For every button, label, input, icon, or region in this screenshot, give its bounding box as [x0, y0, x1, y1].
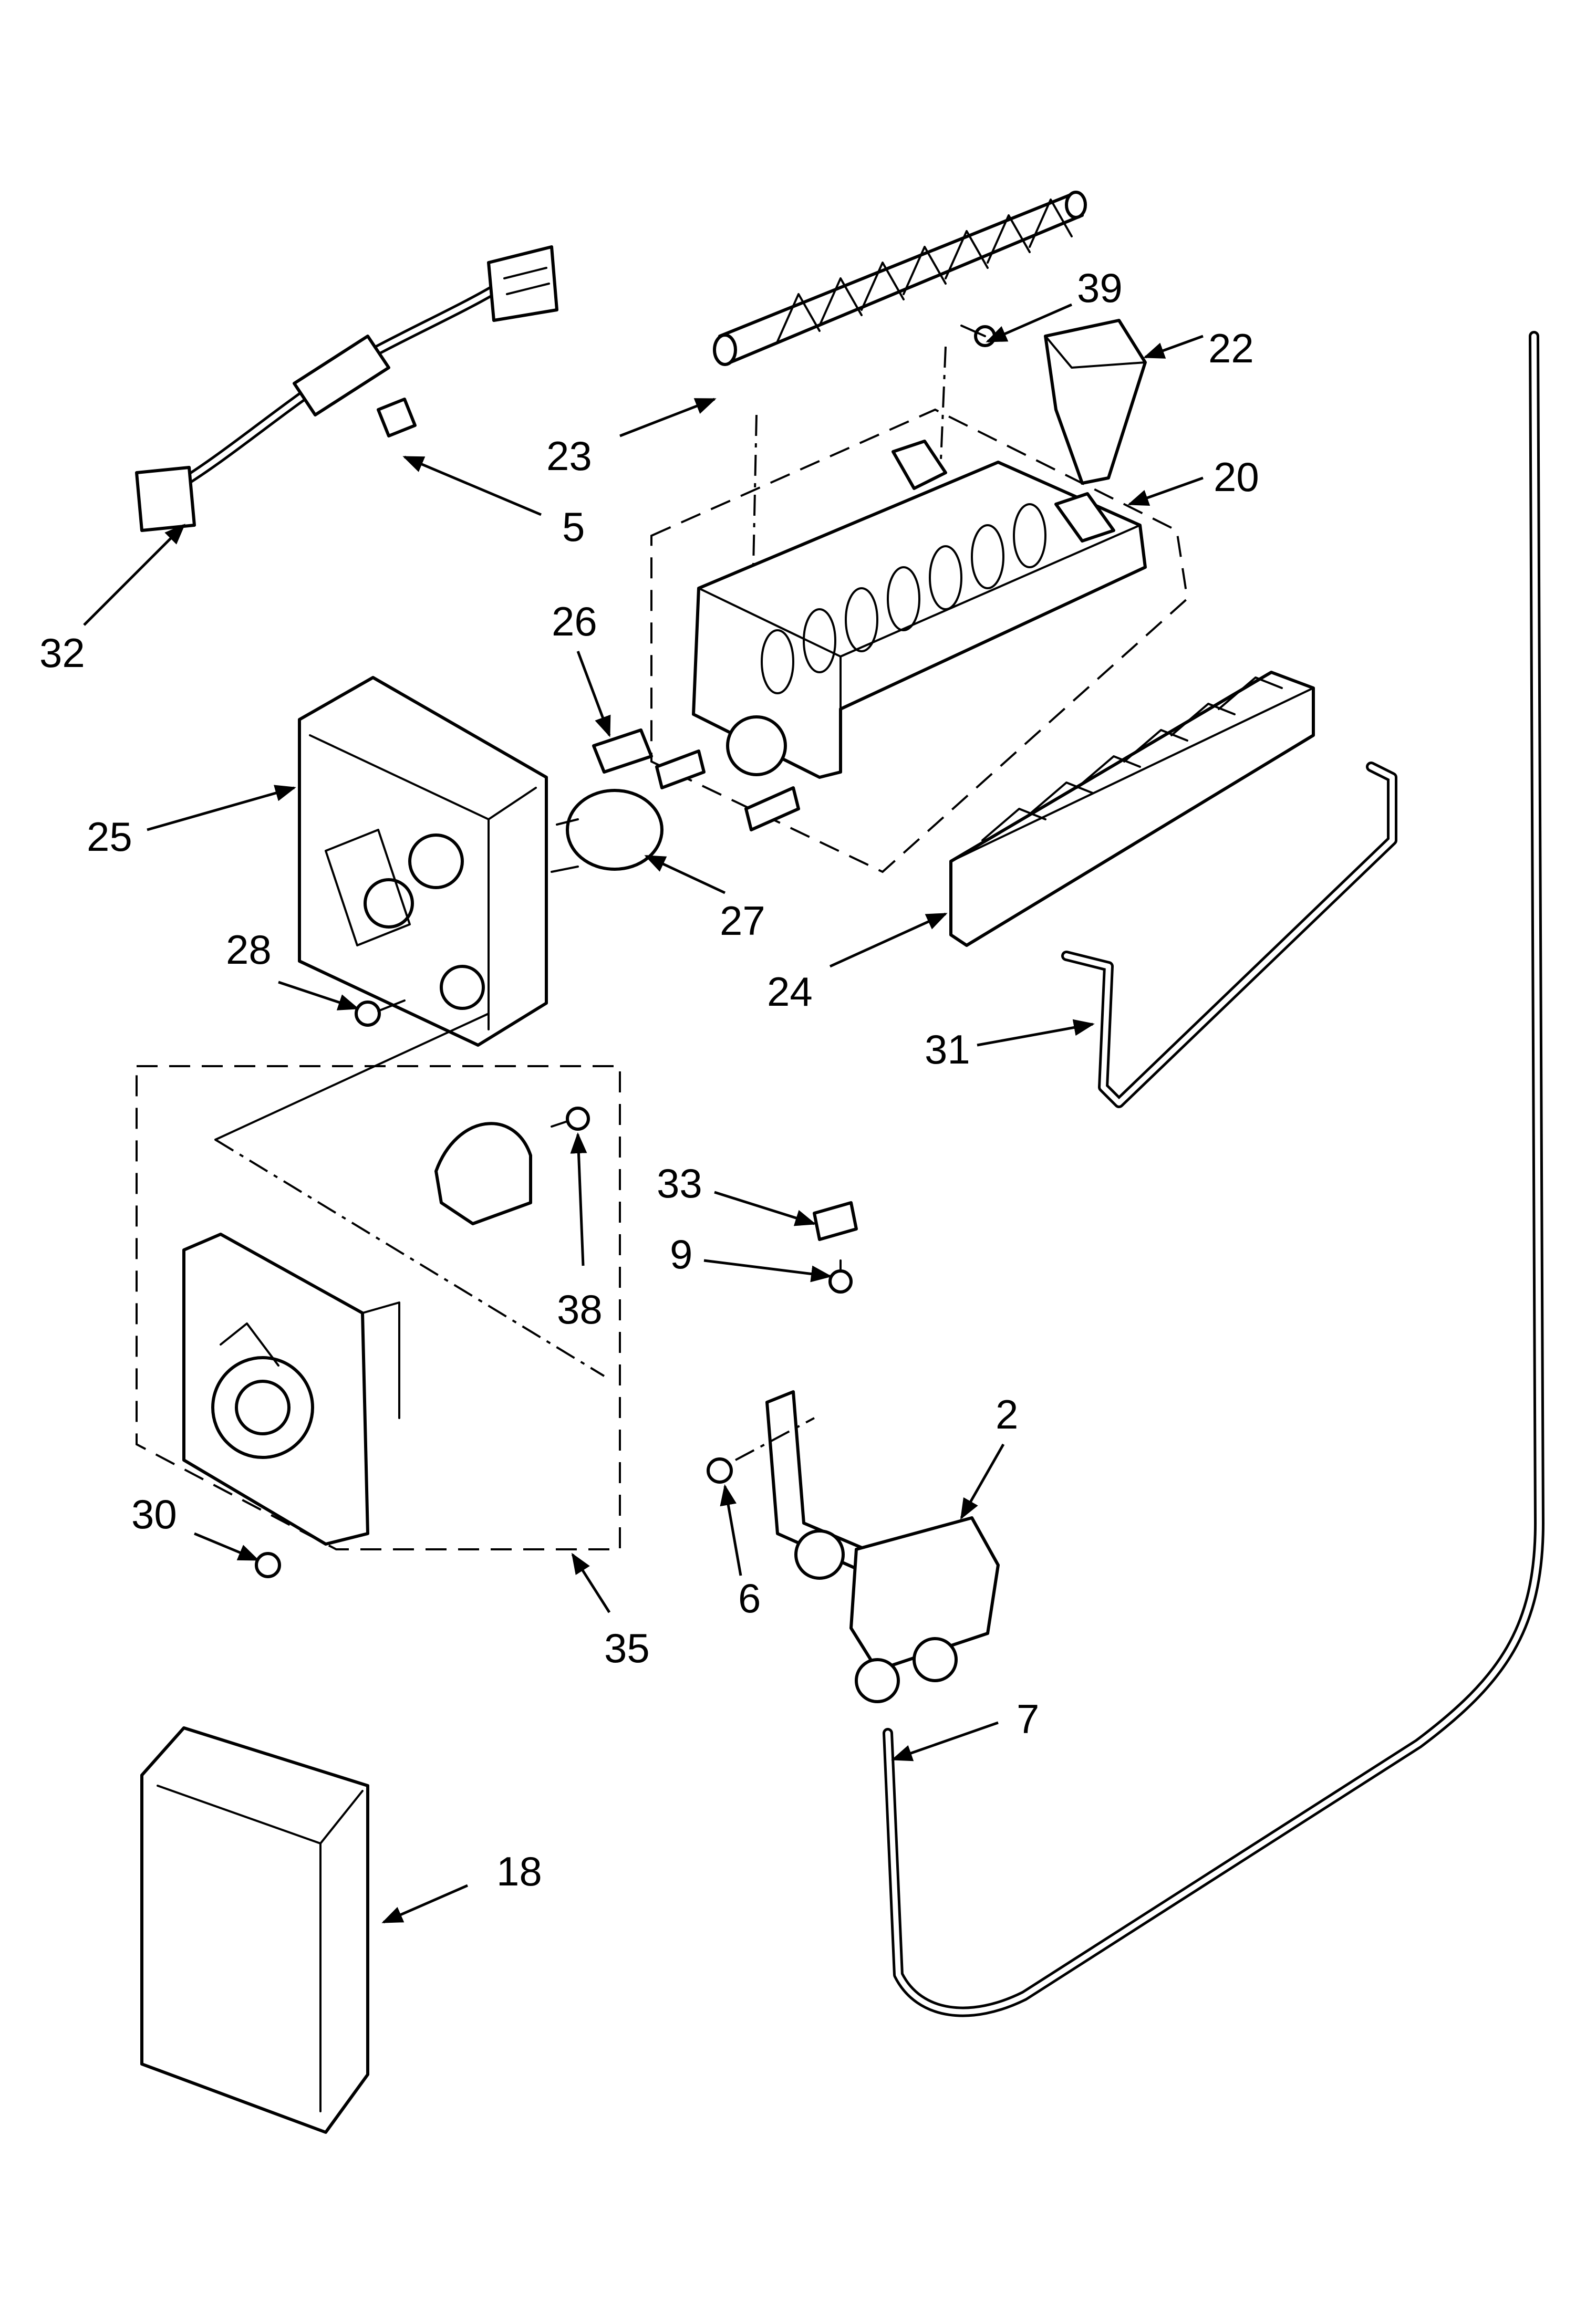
- screw-part-6: [707, 1457, 733, 1484]
- screw-part-38: [551, 1107, 590, 1131]
- motor-module-part-35: [182, 1122, 532, 1546]
- screw-part-30: [255, 1552, 281, 1578]
- mold-assembly-boundary: [650, 408, 1189, 873]
- wire-harness-part-32: [135, 245, 558, 532]
- callout-2: 2: [996, 1391, 1018, 1437]
- thermostat-part-27: [551, 789, 664, 873]
- callout-23: 23: [546, 433, 592, 479]
- module-alignment-line: [214, 1139, 605, 1377]
- callout-22: 22: [1208, 325, 1254, 371]
- callout-6: 6: [738, 1575, 761, 1621]
- callout-5: 5: [562, 504, 585, 550]
- cover-part-18: [140, 1726, 369, 2134]
- ejector-part-23: [713, 191, 1087, 366]
- callout-26: 26: [552, 598, 597, 644]
- callout-25: 25: [87, 814, 132, 860]
- callout-38: 38: [557, 1286, 603, 1332]
- housing-part-25: [298, 676, 548, 1047]
- callout-20: 20: [1214, 454, 1259, 500]
- shutoff-arm-part-31: [1061, 762, 1397, 1108]
- bracket-part-33: [813, 1201, 858, 1241]
- callout-9: 9: [670, 1231, 692, 1277]
- callout-33: 33: [657, 1160, 702, 1206]
- callout-30: 30: [131, 1491, 177, 1537]
- screw-part-9: [828, 1259, 853, 1294]
- callout-28: 28: [226, 926, 272, 973]
- bin-part-22: [1044, 319, 1147, 485]
- leader-lines: [83, 303, 1204, 1924]
- callout-31: 31: [925, 1026, 970, 1072]
- callout-39: 39: [1077, 265, 1123, 311]
- screw-part-39: [960, 325, 996, 347]
- callout-35: 35: [604, 1625, 650, 1671]
- module-boundary-part-35: [136, 1065, 621, 1550]
- screw-part-28: [355, 999, 406, 1027]
- callout-24: 24: [767, 968, 813, 1015]
- water-tube-part-7: [883, 331, 1544, 2017]
- callout-7: 7: [1017, 1696, 1039, 1742]
- callout-32: 32: [39, 630, 85, 676]
- callout-labels: 39 22 23 20 5 32 26 25 27 28 24 31 33 9 …: [39, 265, 1259, 1894]
- clip-part-26: [592, 728, 653, 774]
- callout-18: 18: [496, 1848, 542, 1894]
- water-valve-part-2: [735, 1390, 1000, 1703]
- screw-alignment-line: [939, 346, 947, 473]
- module-connector-line: [214, 1013, 490, 1141]
- mold-part-20: [655, 440, 1147, 831]
- stripper-part-24: [949, 671, 1315, 947]
- callout-27: 27: [720, 898, 765, 944]
